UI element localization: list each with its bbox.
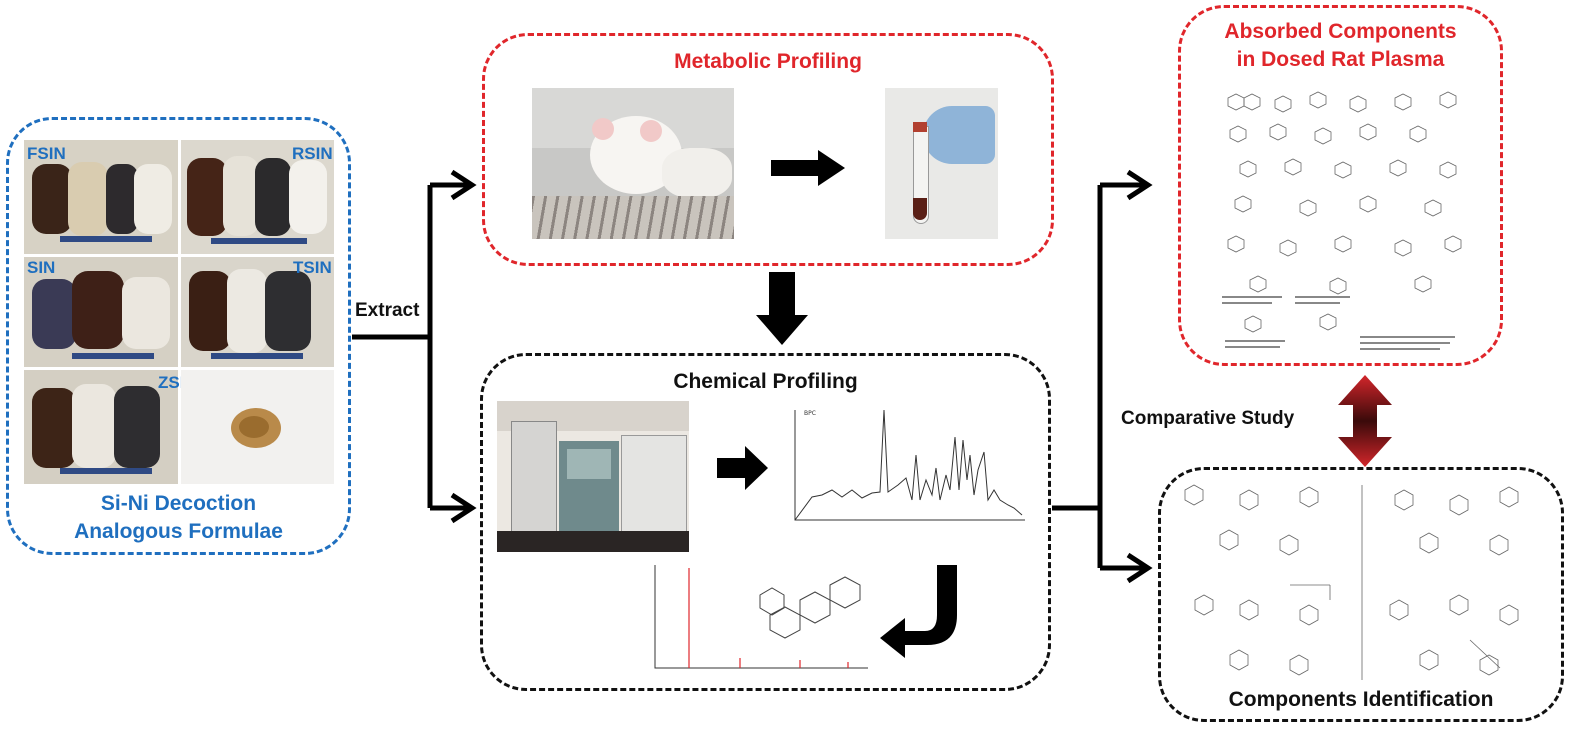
- absorbed-title-line1: Absorbed Components: [1224, 20, 1457, 43]
- herb-label-fsin: FSIN: [27, 144, 66, 163]
- herb-photo-fsin: [24, 140, 178, 254]
- herbal-title-line2: Analogous Formulae: [74, 520, 283, 543]
- herb-photo-tsin: [181, 257, 334, 367]
- herb-label-tsin: TSIN: [293, 258, 332, 277]
- herbal-formulae-box: [6, 117, 351, 555]
- herbal-title-line1: Si-Ni Decoction: [100, 492, 257, 515]
- lcms-instrument-photo: [497, 401, 689, 552]
- comparative-study-label: Comparative Study: [1121, 408, 1295, 429]
- herb-label-rsin: RSIN: [292, 144, 333, 163]
- herb-label-sin: SIN: [27, 258, 56, 277]
- absorbed-components-box: [1178, 5, 1503, 366]
- down-arrow: [756, 272, 808, 345]
- extract-powder-photo: [181, 370, 334, 484]
- chemical-profiling-box: [480, 353, 1051, 691]
- components-identification-box: [1158, 467, 1564, 722]
- right-branch-arrow: [1052, 169, 1153, 584]
- absorbed-title-line2: in Dosed Rat Plasma: [1236, 48, 1445, 71]
- herb-photo-sin: [24, 257, 178, 367]
- extract-branch-arrow: [352, 169, 477, 524]
- herb-photo-zsin: [24, 370, 178, 484]
- herb-photo-rsin: [181, 140, 334, 254]
- comparative-double-arrow: [1338, 375, 1392, 467]
- metabolic-title: Metabolic Profiling: [674, 50, 862, 73]
- chemical-title: Chemical Profiling: [673, 370, 858, 393]
- extract-label: Extract: [355, 300, 420, 321]
- rat-photo: [532, 88, 734, 239]
- metabolic-profiling-box: [482, 33, 1054, 266]
- identification-title: Components Identification: [1228, 688, 1494, 711]
- blood-tube-photo: [885, 88, 998, 239]
